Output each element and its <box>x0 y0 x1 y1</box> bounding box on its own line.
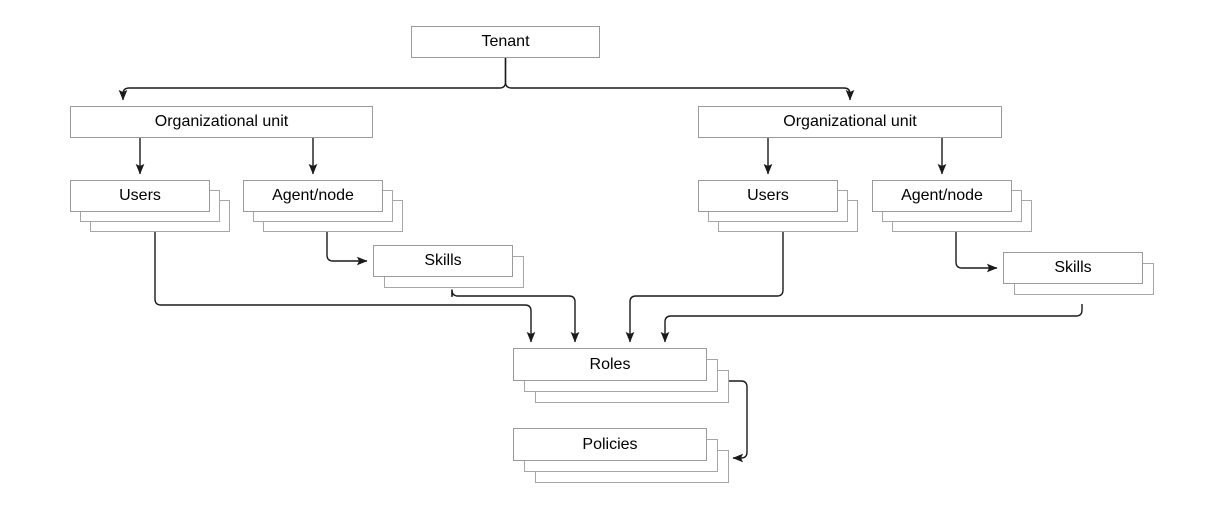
node-users-right[interactable]: Users <box>698 180 838 212</box>
node-skills-left[interactable]: Skills <box>373 245 513 277</box>
node-policies[interactable]: Policies <box>513 428 707 461</box>
node-agent-node-right-label: Agent/node <box>901 187 983 204</box>
node-org-unit-right-label: Organizational unit <box>783 113 917 130</box>
node-users-left[interactable]: Users <box>70 180 210 212</box>
node-users-left-label: Users <box>119 187 161 204</box>
edge-tenant-to-org-right <box>504 58 855 101</box>
edge-skills-left-to-roles <box>451 289 580 343</box>
node-roles[interactable]: Roles <box>513 348 707 381</box>
node-skills-right[interactable]: Skills <box>1003 252 1143 284</box>
node-agent-node-left[interactable]: Agent/node <box>243 180 383 212</box>
node-skills-right-label: Skills <box>1054 259 1092 276</box>
node-agent-node-left-label: Agent/node <box>272 187 354 204</box>
node-tenant-label: Tenant <box>481 33 530 50</box>
node-skills-left-label: Skills <box>424 252 462 269</box>
edge-agent-right-to-skills-right <box>955 232 998 273</box>
node-agent-node-right[interactable]: Agent/node <box>872 180 1012 212</box>
node-policies-label: Policies <box>582 435 638 453</box>
edge-users-right-to-roles <box>625 232 784 343</box>
edge-roles-to-policies <box>727 380 748 463</box>
edge-agent-left-to-skills-left <box>326 232 368 266</box>
edge-tenant-to-org-left <box>118 58 507 101</box>
edge-skills-right-to-roles <box>660 304 1083 343</box>
node-org-unit-left[interactable]: Organizational unit <box>70 106 373 138</box>
node-org-unit-left-label: Organizational unit <box>154 113 289 130</box>
edge-users-left-to-roles <box>154 232 536 343</box>
node-tenant[interactable]: Tenant <box>411 26 600 58</box>
node-users-right-label: Users <box>747 187 789 204</box>
node-roles-label: Roles <box>589 355 631 373</box>
node-org-unit-right[interactable]: Organizational unit <box>698 106 1002 138</box>
